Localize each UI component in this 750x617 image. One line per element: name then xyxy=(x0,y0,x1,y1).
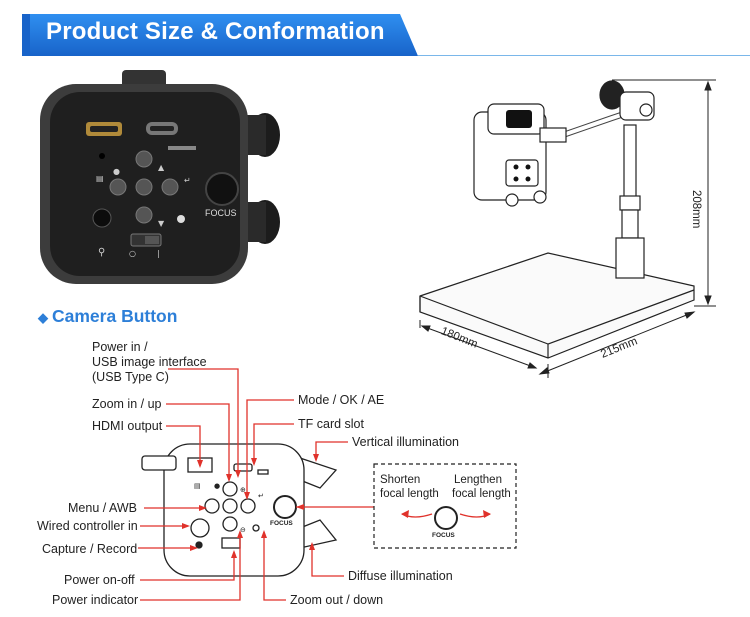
svg-text:▤: ▤ xyxy=(194,482,201,490)
section-title: ◆Camera Button xyxy=(38,306,178,326)
svg-text:▲: ▲ xyxy=(158,163,165,172)
label-power-indicator: Power indicator xyxy=(52,593,139,607)
svg-text:●: ● xyxy=(214,482,220,490)
label-diffuse-illumination: Diffuse illumination xyxy=(348,569,453,583)
svg-text:⊖: ⊖ xyxy=(240,526,246,534)
label-zoom-in: Zoom in / up xyxy=(92,397,162,411)
label-tf-card: TF card slot xyxy=(298,417,364,431)
label-lengthen-focal: focal length xyxy=(452,488,511,500)
label-menu-awb: Menu / AWB xyxy=(68,501,138,515)
svg-text:○: ○ xyxy=(129,249,136,258)
label-lengthen: Lengthen xyxy=(454,474,502,486)
label-focus-knob-small: FOCUS xyxy=(432,532,455,539)
label-usb-interface: USB image interface xyxy=(92,355,207,369)
label-diagram-focus: FOCUS xyxy=(270,520,293,527)
section-title-text: Camera Button xyxy=(52,306,178,326)
focus-label-photo: FOCUS xyxy=(205,208,237,218)
page-title: Product Size & Conformation xyxy=(46,18,385,45)
label-usb-type: (USB Type C) xyxy=(92,370,169,384)
label-shorten-focal: focal length xyxy=(380,488,439,500)
svg-text:▼: ▼ xyxy=(158,219,165,228)
svg-text:↵: ↵ xyxy=(184,176,191,185)
label-shorten: Shorten xyxy=(380,474,421,486)
label-capture-record: Capture / Record xyxy=(42,542,138,556)
label-mode-ok-ae: Mode / OK / AE xyxy=(298,393,385,407)
dimension-width: 215mm xyxy=(599,335,640,361)
label-power-in: Power in / xyxy=(92,340,148,354)
label-zoom-out: Zoom out / down xyxy=(290,593,384,607)
svg-text:|: | xyxy=(157,249,160,258)
label-power-onoff: Power on-off xyxy=(64,573,135,587)
svg-text:⚲: ⚲ xyxy=(98,247,105,258)
label-vertical-illumination: Vertical illumination xyxy=(352,435,459,449)
label-wired-controller: Wired controller in xyxy=(37,519,138,533)
svg-text:⊕: ⊕ xyxy=(240,486,246,494)
svg-text:▤: ▤ xyxy=(96,174,104,183)
svg-text:↵: ↵ xyxy=(258,492,264,500)
label-hdmi-output: HDMI output xyxy=(92,419,163,433)
dimension-height: 208mm xyxy=(690,190,702,229)
dimension-depth: 180mm xyxy=(439,325,480,351)
svg-text:●: ● xyxy=(113,167,120,176)
header-divider xyxy=(418,55,750,56)
header-banner xyxy=(0,14,418,56)
